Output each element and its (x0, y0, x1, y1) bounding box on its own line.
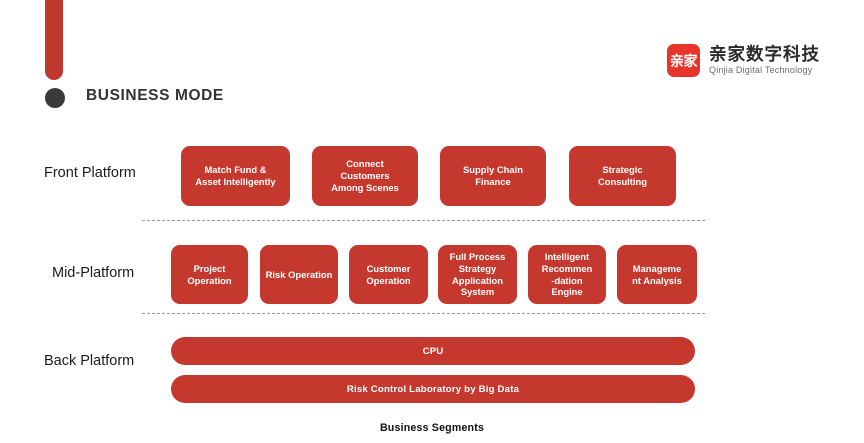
divider-front-mid (142, 220, 705, 221)
brand-text-block: 亲家数字科技 Qinjia Digital Technology (709, 44, 820, 77)
accent-bar-decoration (45, 0, 63, 80)
mid-card[interactable]: Customer Operation (349, 245, 428, 304)
front-card[interactable]: Match Fund & Asset Intelligently (181, 146, 290, 206)
back-bar[interactable]: CPU (171, 337, 695, 365)
mid-card[interactable]: Manageme nt Analysis (617, 245, 697, 304)
diagram-caption: Business Segments (379, 422, 485, 434)
mid-card[interactable]: Project Operation (171, 245, 248, 304)
page-title: BUSINESS MODE (86, 87, 224, 104)
row-label-back-platform: Back Platform (44, 353, 135, 369)
front-card[interactable]: Strategic Consulting (569, 146, 676, 206)
brand-mark-icon: 亲家 (667, 44, 700, 77)
back-bar[interactable]: Risk Control Laboratory by Big Data (171, 375, 695, 403)
mid-card[interactable]: Risk Operation (260, 245, 338, 304)
brand-logo: 亲家 亲家数字科技 Qinjia Digital Technology (667, 44, 820, 77)
row-label-front-platform: Front Platform (44, 165, 136, 181)
brand-name-cn: 亲家数字科技 (709, 44, 820, 65)
accent-dot-decoration (45, 88, 65, 108)
mid-card[interactable]: Intelligent Recommen -dation Engine (528, 245, 606, 304)
row-label-mid-platform: Mid-Platform (52, 265, 135, 281)
front-card[interactable]: Connect Customers Among Scenes (312, 146, 418, 206)
divider-mid-back (142, 313, 705, 314)
brand-name-en: Qinjia Digital Technology (709, 65, 813, 76)
mid-card[interactable]: Full Process Strategy Application System (438, 245, 517, 304)
front-card[interactable]: Supply Chain Finance (440, 146, 546, 206)
